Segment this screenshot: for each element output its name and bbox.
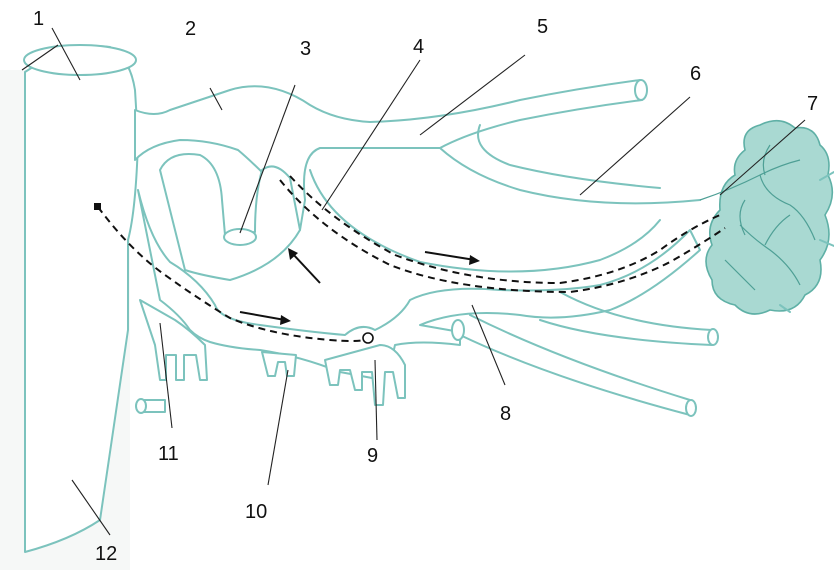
loop-vessel-6-inner xyxy=(478,125,660,188)
right-branch-upper-end xyxy=(708,329,718,345)
label-8: 8 xyxy=(500,403,511,425)
label-9: 9 xyxy=(367,445,378,467)
label-12: 12 xyxy=(95,543,117,565)
right-branch-lower xyxy=(470,315,690,400)
upper-branch-end xyxy=(635,80,647,100)
label-10: 10 xyxy=(245,501,267,523)
leader-8 xyxy=(472,305,505,385)
finger-branches-10 xyxy=(262,352,296,376)
loop-vessel-6 xyxy=(440,148,700,203)
short-branch-opening xyxy=(224,229,256,245)
leader-10 xyxy=(268,370,288,485)
direction-arrow-right-upper xyxy=(425,252,480,265)
right-branch-upper-b xyxy=(540,320,712,345)
route-start-marker xyxy=(94,203,101,210)
short-branch-vessel xyxy=(160,154,300,280)
trunk-oval-opening xyxy=(24,45,136,75)
center-branch-end xyxy=(452,320,464,340)
label-3: 3 xyxy=(300,38,311,60)
direction-arrow-up-left xyxy=(288,248,320,283)
loop-vessel-6-lower xyxy=(310,170,660,272)
small-vessels-11-opening xyxy=(136,399,146,413)
label-5: 5 xyxy=(537,16,548,38)
right-branch-lower-end xyxy=(686,400,696,416)
label-11: 11 xyxy=(158,443,179,465)
leader-6 xyxy=(580,97,690,195)
label-4: 4 xyxy=(413,36,424,58)
right-branch-lower-b xyxy=(460,335,690,415)
label-2: 2 xyxy=(185,18,196,40)
label-6: 6 xyxy=(690,63,701,85)
label-1: 1 xyxy=(33,8,44,30)
gland-7 xyxy=(700,121,834,314)
label-7: 7 xyxy=(807,93,818,115)
